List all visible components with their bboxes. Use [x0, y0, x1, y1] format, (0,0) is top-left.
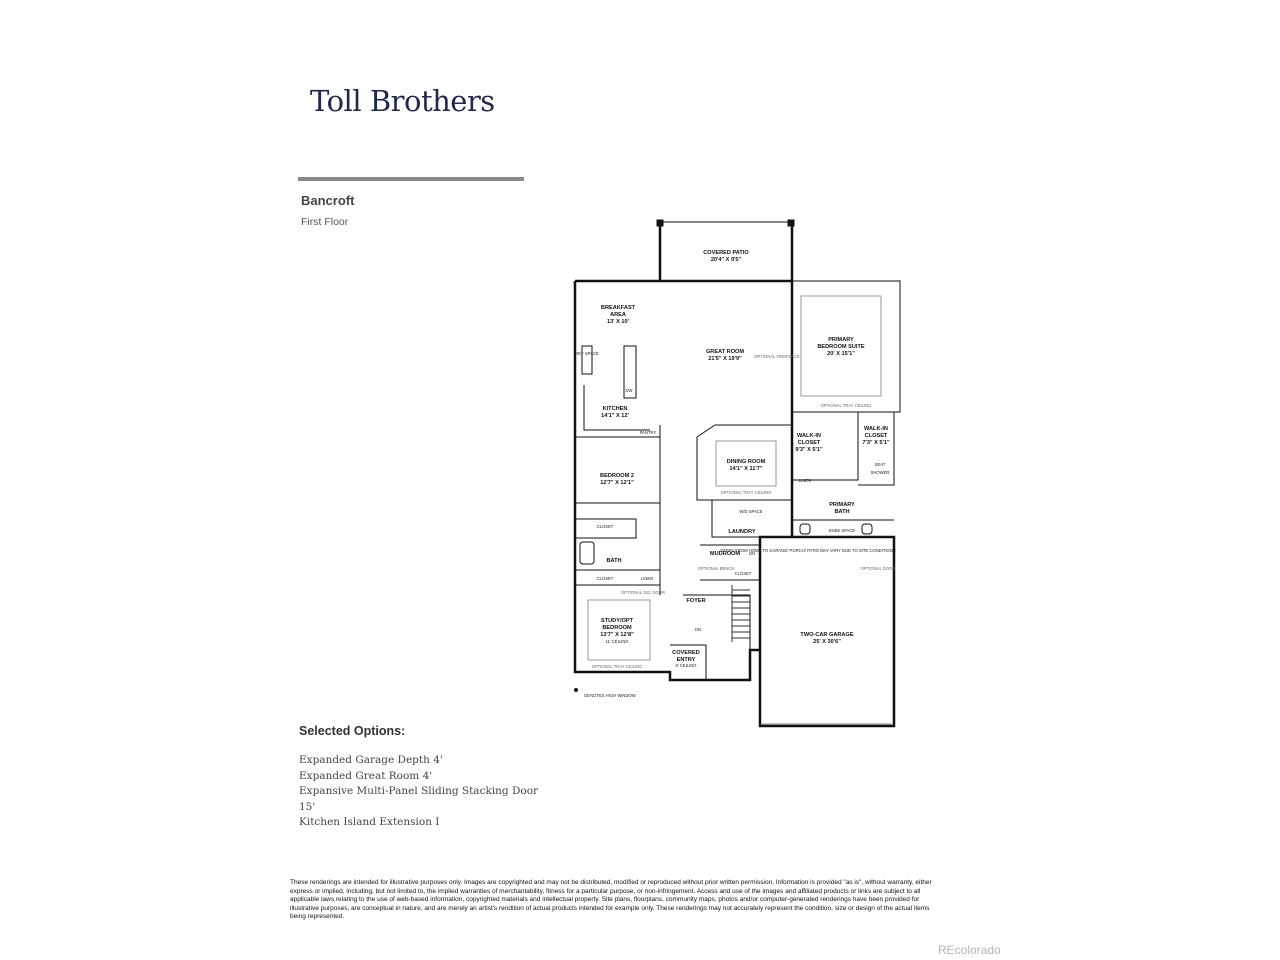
- optional-door-note: OPTIONAL DOOR: [861, 566, 896, 571]
- covered-patio-dim: 20'4" X 9'5": [711, 257, 742, 263]
- covered-entry-ceiling-note: 9' CEILING: [675, 663, 696, 668]
- dining-label: DINING ROOM: [727, 459, 766, 465]
- primary-bath-label-2: BATH: [834, 509, 849, 515]
- garage-dim: 25' X 30'6": [813, 639, 841, 645]
- walkin2-dim: 7'3" X 5'1": [862, 440, 890, 446]
- suite-tray-ceiling-note: OPTIONAL TRAY CEILING: [821, 403, 872, 408]
- bath-label: BATH: [606, 558, 621, 564]
- shower-note: SHOWER: [871, 470, 890, 475]
- walkin1-label: WALK-IN: [797, 433, 821, 439]
- study-label: STUDY/OPT: [601, 618, 634, 624]
- great-room-dim: 21'5" X 19'9": [708, 356, 742, 362]
- covered-entry-label-2: ENTRY: [677, 657, 696, 663]
- plan-name: Bancroft: [301, 193, 355, 208]
- covered-entry-label: COVERED: [672, 650, 700, 656]
- dining-dim: 14'1" X 11'7": [729, 466, 763, 472]
- option-item: Expansive Multi-Panel Sliding Stacking D…: [299, 785, 539, 797]
- study-dim: 13'7" X 12'8": [600, 632, 634, 638]
- disclaimer-text: These renderings are intended for illust…: [290, 879, 932, 921]
- knee-space-note: KNEE SPACE: [829, 528, 856, 533]
- recolorado-watermark: REcolorado: [938, 943, 1001, 957]
- primary-bath-label: PRIMARY: [829, 502, 855, 508]
- walkin1-label-2: CLOSET: [798, 440, 821, 446]
- primary-suite-label: PRIMARY: [828, 337, 854, 343]
- mudroom-dn-note: DN: [749, 551, 755, 556]
- closet-label-2: CLOSET: [597, 576, 614, 581]
- primary-suite-dim: 20' X 15'1": [827, 351, 855, 357]
- foyer-label: FOYER: [686, 598, 705, 604]
- kitchen-label: KITCHEN: [603, 406, 628, 412]
- study-tray-ceiling-note: OPTIONAL TRAY CEILING: [592, 664, 643, 669]
- breakfast-dim: 13' X 10': [607, 319, 630, 325]
- selected-options-list: Expanded Garage Depth 4' Expanded Great …: [299, 753, 539, 831]
- breakfast-label-2: AREA: [610, 312, 626, 318]
- bedroom2-label: BEDROOM 2: [600, 473, 634, 479]
- study-ceiling-note: 11' CEILING: [605, 639, 628, 644]
- walkin1-dim: 9'3" X 5'1": [795, 447, 823, 453]
- walkin2-label: WALK-IN: [864, 426, 888, 432]
- linen-label: LINEN: [641, 576, 653, 581]
- toll-brothers-logo: Toll Brothers: [310, 84, 495, 118]
- study-label-2: BEDROOM: [602, 625, 632, 631]
- dining-tray-ceiling-note: OPTIONAL TRAY CEILING: [721, 490, 772, 495]
- option-item: Expanded Great Room 4': [299, 769, 433, 782]
- option-item: Expanded Garage Depth 4': [299, 754, 443, 766]
- ref-space-note: REF SPACE: [575, 351, 599, 356]
- option-item: Kitchen Island Extension I: [299, 816, 440, 828]
- dishwasher-note: DW: [626, 388, 633, 393]
- pantry-label: PANTRY: [640, 430, 657, 435]
- walkin2-label-2: CLOSET: [865, 433, 888, 439]
- optional-gel-door-note: OPTIONAL GEL DOOR: [621, 590, 665, 595]
- linen-label-2: LINEN: [799, 478, 811, 483]
- high-window-note: DENOTES HIGH WINDOW: [584, 693, 635, 698]
- foyer-dn-note: DN: [695, 627, 701, 632]
- laundry-label: LAUNDRY: [728, 529, 755, 535]
- steps-note: STEPS FROM HOME TO GARAGE/ PORCH/ PATIO …: [720, 548, 895, 553]
- wd-space-note: W/D SPACE: [739, 509, 762, 514]
- primary-suite-label-2: BEDROOM SUITE: [817, 344, 865, 350]
- closet-label-3: CLOSET: [735, 571, 752, 576]
- great-room-label: GREAT ROOM: [706, 349, 744, 355]
- mudroom-label: MUDROOM: [710, 551, 740, 557]
- bedroom2-dim: 12'7" X 12'1": [600, 480, 634, 486]
- option-item: 15': [299, 800, 316, 813]
- seat-note: SEAT: [875, 462, 886, 467]
- optional-bench-note: OPTIONAL BENCH: [698, 566, 735, 571]
- optional-fireplace-note: OPTIONAL FIREPLACE: [754, 354, 800, 359]
- high-window-marker: [574, 688, 578, 692]
- closet-label-1: CLOSET: [597, 524, 614, 529]
- selected-options-heading: Selected Options:: [299, 724, 406, 738]
- kitchen-dim: 14'1" X 12': [601, 413, 629, 419]
- floor-name: First Floor: [301, 216, 349, 228]
- header-divider: [298, 177, 524, 181]
- breakfast-label: BREAKFAST: [601, 305, 636, 311]
- covered-patio-label: COVERED PATIO: [703, 250, 749, 256]
- garage-label: TWO-CAR GARAGE: [800, 632, 853, 638]
